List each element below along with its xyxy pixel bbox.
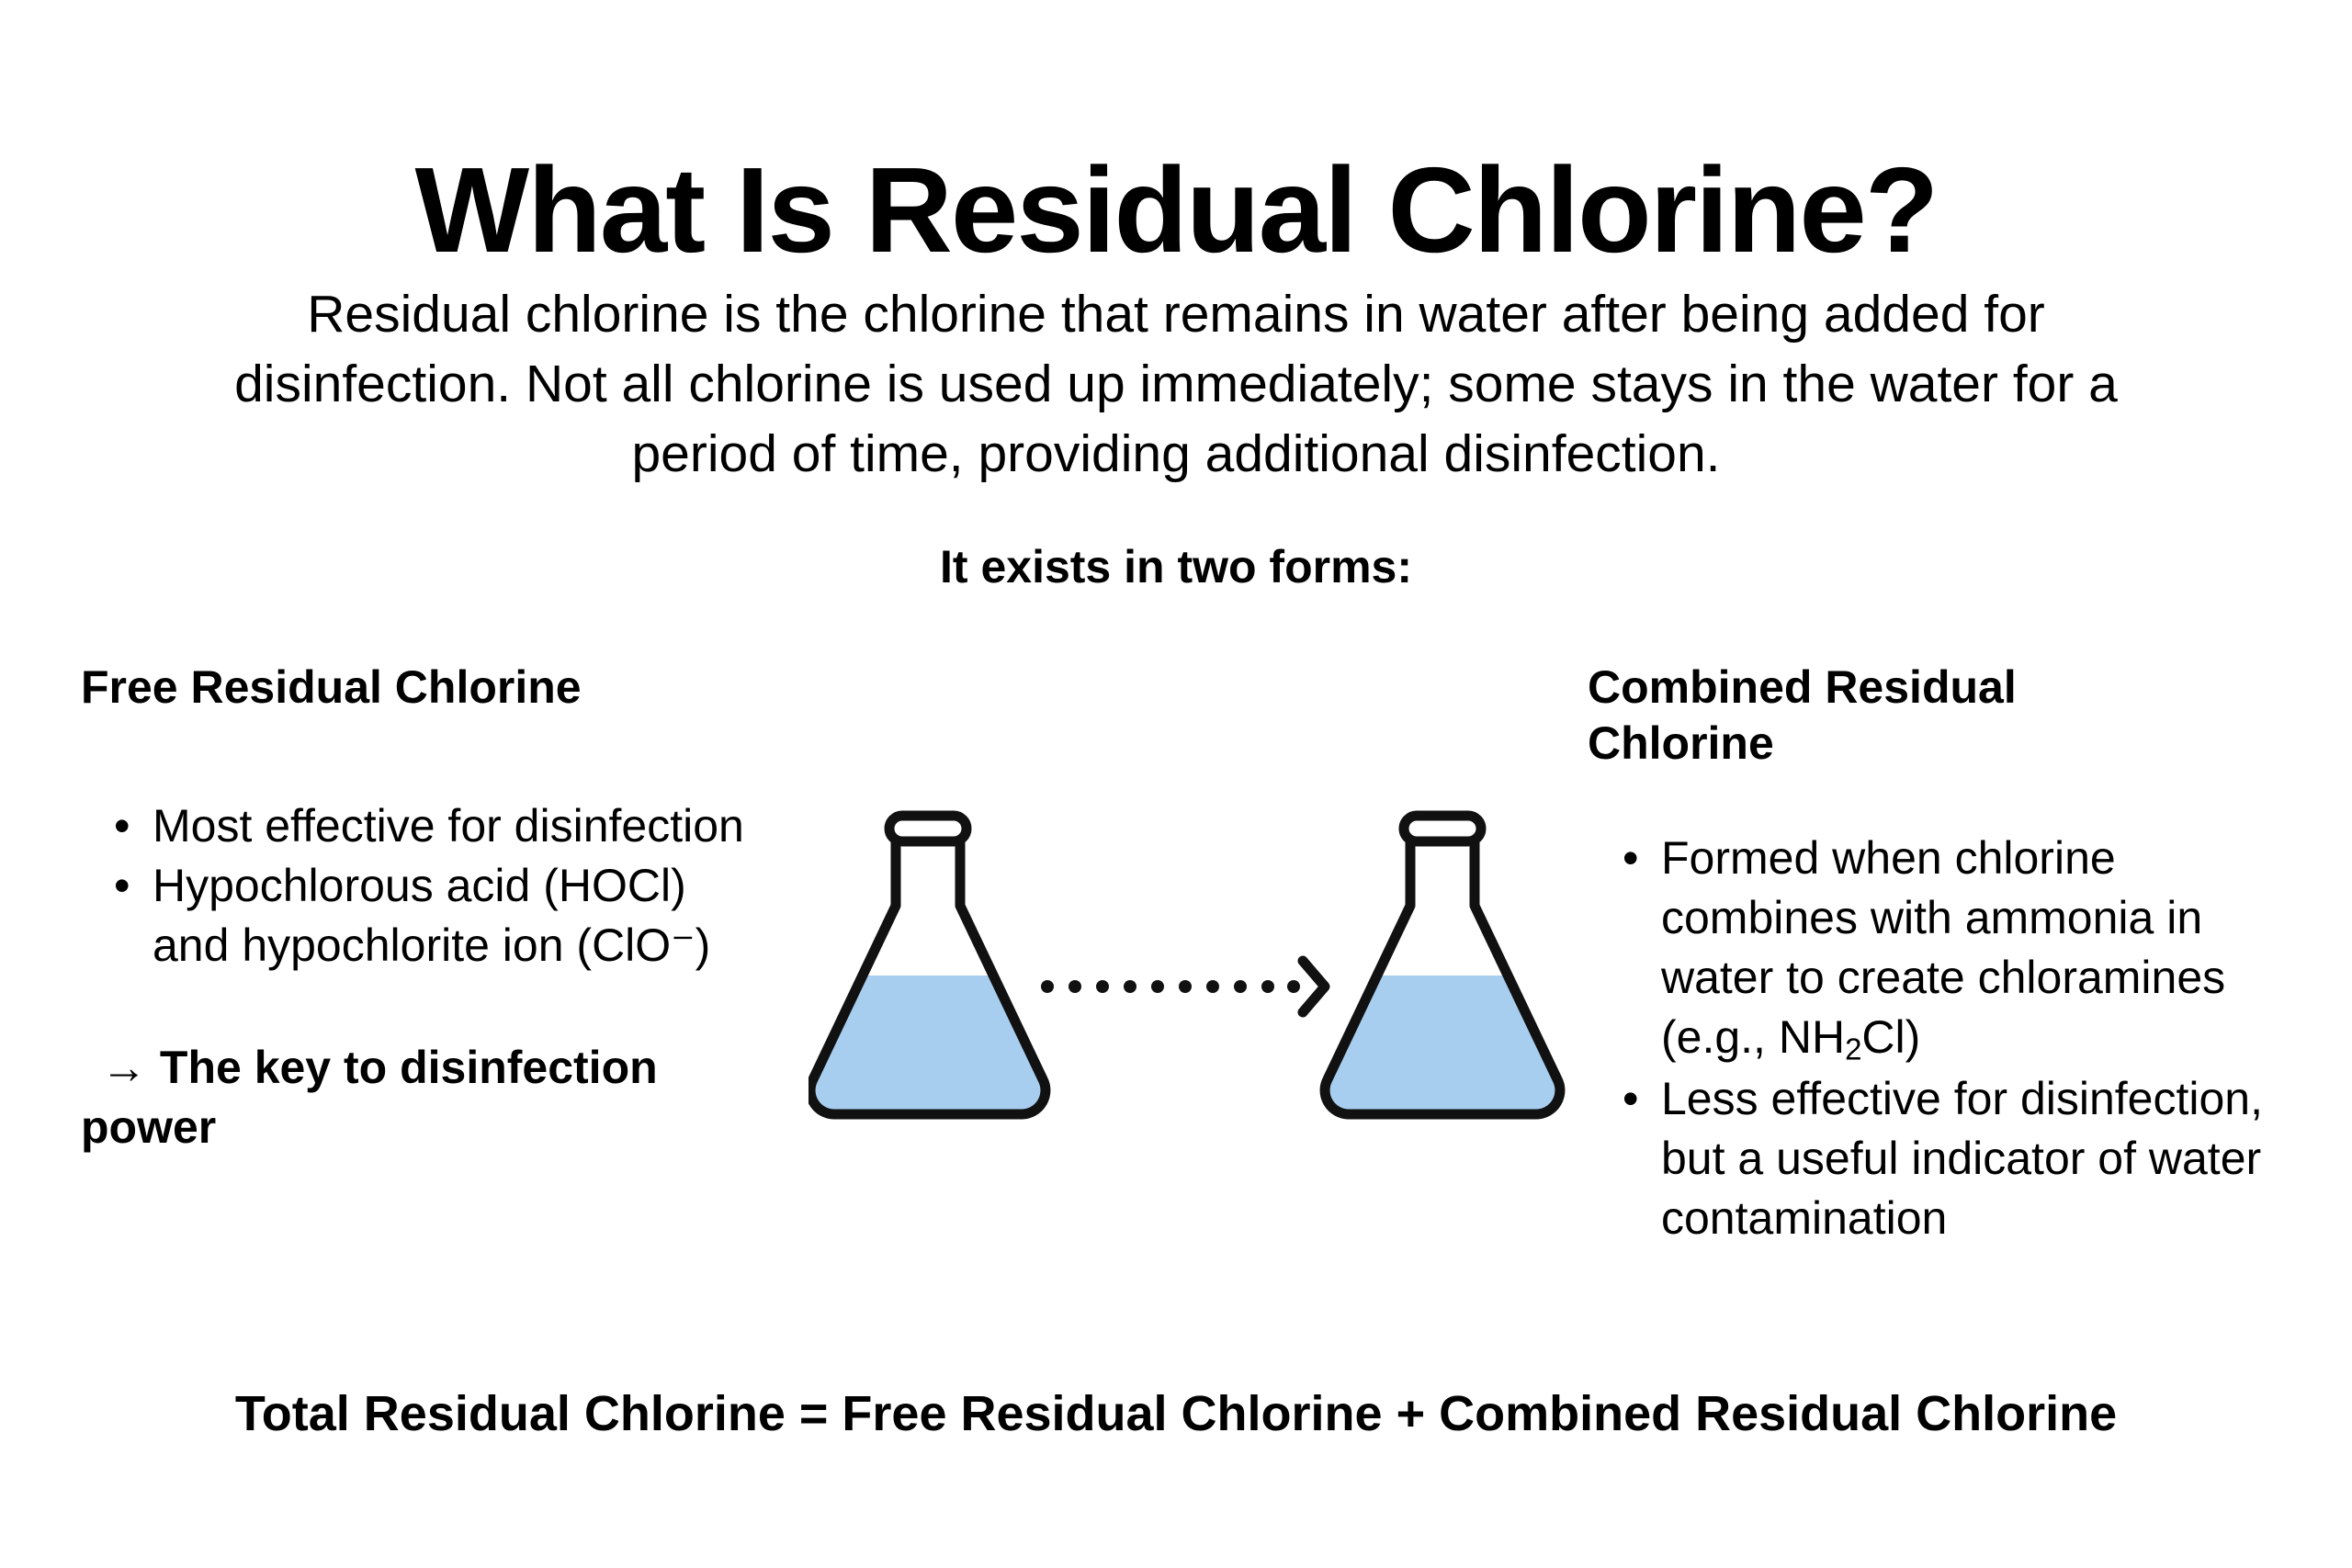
intro-line-3: period of time, providing additional dis… (631, 423, 1721, 483)
list-item-text: Formed when chlorine combines with ammon… (1661, 832, 2226, 1063)
page-title: What Is Residual Chlorine? (414, 142, 1939, 278)
flask-combined-residual-chlorine (1319, 810, 1566, 1120)
left-flask-rim (884, 810, 972, 847)
total-residual-chlorine-formula: Total Residual Chlorine = Free Residual … (234, 1386, 2118, 1441)
dotted-arrow-icon (1041, 955, 1330, 1018)
bullet-dot-icon: • (1623, 832, 1639, 884)
intro-paragraph: Residual chlorine is the chlorine that r… (165, 280, 2187, 489)
key-takeaway-note: → The key to disinfection power (81, 1038, 761, 1157)
list-item-text: Less effective for disinfection, but a u… (1661, 1073, 2263, 1245)
combined-heading-line-2: Chlorine (1588, 717, 1774, 769)
key-takeaway-text: The key to disinfection power (81, 1042, 658, 1153)
chemical-subscript: 2 (1845, 1032, 1862, 1066)
list-item: • Most effective for disinfection (81, 796, 761, 856)
combined-residual-chlorine-column: Combined Residual Chlorine • Formed when… (1588, 660, 2324, 1248)
flask-illustration-svg (808, 810, 1566, 1120)
right-flask-body-outline (1319, 823, 1566, 1120)
list-item-text: Most effective for disinfection (153, 800, 744, 852)
flask-illustration (808, 808, 1580, 1139)
free-residual-chlorine-column: Free Residual Chlorine • Most effective … (81, 660, 761, 1157)
combined-residual-chlorine-heading: Combined Residual Chlorine (1588, 660, 2324, 772)
intro-line-1: Residual chlorine is the chlorine that r… (307, 285, 2045, 344)
combined-residual-chlorine-bullet-list: • Formed when chlorine combines with amm… (1589, 829, 2324, 1248)
arrow-head-icon (1297, 955, 1330, 1018)
arrow-right-icon: → (101, 1042, 147, 1093)
forms-lead-in: It exists in two forms: (940, 541, 1412, 592)
list-item: • Hypochlorous acid (HOCl) and hypochlor… (81, 856, 761, 976)
flask-free-residual-chlorine (808, 810, 1051, 1120)
bullet-dot-icon: • (1623, 1073, 1639, 1125)
free-residual-chlorine-bullet-list: • Most effective for disinfection • Hypo… (81, 796, 761, 976)
left-flask-body-outline (808, 823, 1051, 1120)
bullet-dot-icon: • (114, 800, 130, 852)
combined-heading-line-1: Combined Residual (1588, 661, 2017, 713)
list-item: • Formed when chlorine combines with amm… (1589, 829, 2324, 1069)
list-item-text: Hypochlorous acid (HOCl) and hypochlorit… (153, 860, 711, 971)
free-residual-chlorine-heading: Free Residual Chlorine (81, 661, 582, 713)
intro-line-2: disinfection. Not all chlorine is used u… (234, 354, 2118, 413)
list-item: • Less effective for disinfection, but a… (1589, 1069, 2324, 1248)
list-item-text-suffix: Cl) (1861, 1011, 1921, 1063)
bullet-dot-icon: • (114, 860, 130, 911)
right-flask-rim (1398, 810, 1487, 847)
